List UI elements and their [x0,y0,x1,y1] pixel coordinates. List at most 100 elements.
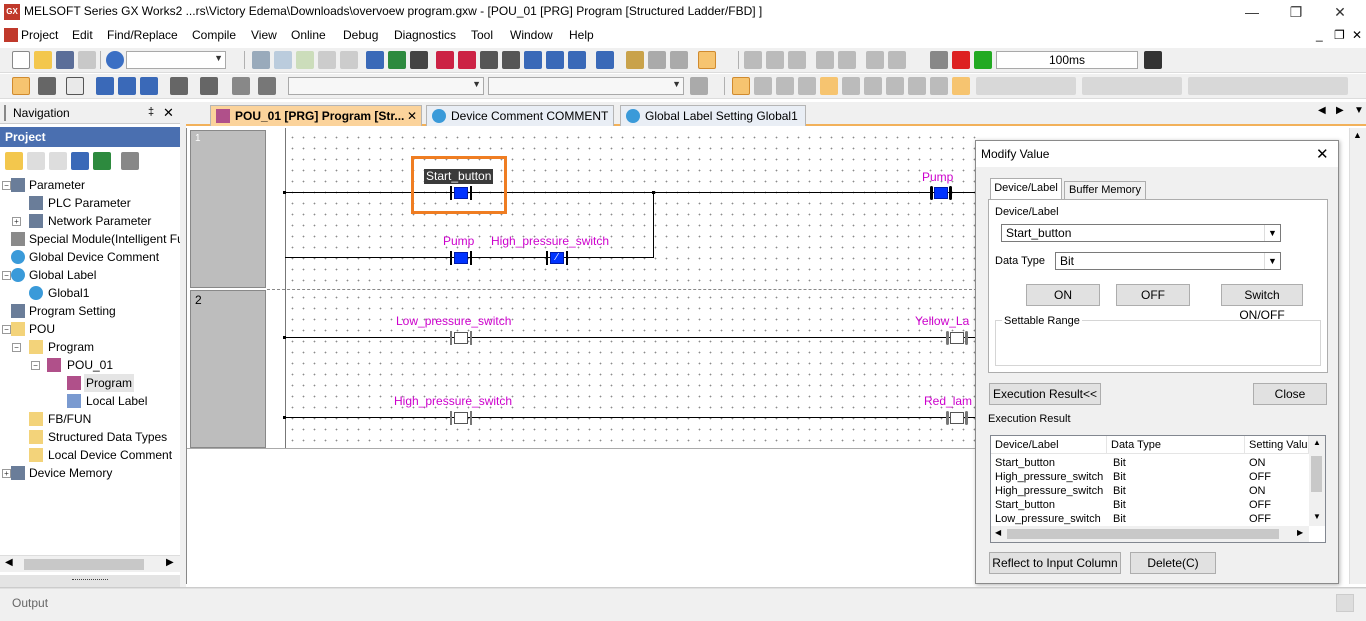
ladder-tool-2-icon[interactable] [766,51,784,69]
scan-time-apply-icon[interactable] [1144,51,1162,69]
monitor-icon[interactable] [480,51,498,69]
navigation-hscrollbar[interactable]: ◀ ▶ [0,555,180,572]
paste-icon[interactable] [296,51,314,69]
execution-result-button[interactable]: Execution Result<< [989,383,1101,405]
on-button[interactable]: ON [1026,284,1100,306]
coil-pump[interactable] [930,186,952,200]
menu-diagnostics[interactable]: Diagnostics [394,28,457,42]
dropdown-tool-1-icon[interactable] [170,77,188,95]
scroll-left-icon[interactable]: ◀ [995,528,1002,537]
refresh-icon[interactable] [93,152,111,170]
select-mode-icon[interactable] [732,77,750,95]
navigation-splitter[interactable] [0,575,180,587]
edit-3-icon[interactable] [670,51,688,69]
result-cell-device-label[interactable]: High_pressure_switch [995,485,1104,497]
contact-high-pressure-switch-2[interactable] [450,411,472,425]
edit-2-icon[interactable] [648,51,666,69]
result-vscrollbar[interactable]: ▲ ▼ [1309,436,1325,526]
collapse-icon[interactable]: − [2,271,11,280]
device-list-3-icon[interactable] [140,77,158,95]
menu-view[interactable]: View [251,28,277,42]
tab-global-label-setting[interactable]: Global Label Setting Global1 [620,105,806,126]
device-list-1-icon[interactable] [96,77,114,95]
ladder-edit-3-icon[interactable] [798,77,816,95]
simulation-icon[interactable] [930,51,948,69]
copy-icon[interactable] [274,51,292,69]
tab-pou01-program[interactable]: POU_01 [PRG] Program [Str... ✕ [210,105,422,126]
scroll-thumb[interactable] [24,559,144,570]
mdi-close-button[interactable]: ✕ [1352,28,1363,42]
new-project-icon[interactable] [12,51,30,69]
help-icon[interactable] [106,51,124,69]
expand-icon[interactable]: + [2,469,11,478]
panel-splitter[interactable] [180,102,186,587]
tool-icon[interactable] [232,77,250,95]
collapse-icon[interactable]: − [2,325,11,334]
dialog-close-icon[interactable]: ✕ [1316,146,1329,163]
tab-scroll-right-icon[interactable]: ▶ [1336,105,1344,116]
ladder-tool-6-icon[interactable] [866,51,884,69]
ladder-edit-6-icon[interactable] [864,77,882,95]
reflect-to-input-column-button[interactable]: Reflect to Input Column [989,552,1121,574]
dialog-tab-buffer-memory[interactable]: Buffer Memory [1064,181,1146,200]
collapse-icon[interactable]: − [31,361,40,370]
compile-icon[interactable] [366,51,384,69]
result-cell-device-label[interactable]: Start_button [995,499,1055,511]
off-button[interactable]: OFF [1116,284,1190,306]
ladder-edit-9-icon[interactable] [930,77,948,95]
rung-header[interactable]: 1 [190,130,266,288]
contact-start-button[interactable] [450,186,472,200]
ladder-tool-7-icon[interactable] [888,51,906,69]
ladder-edit-1-icon[interactable] [754,77,772,95]
result-cell-device-label[interactable]: Start_button [995,457,1055,469]
ladder-edit-5-icon[interactable] [842,77,860,95]
switch-on-off-button[interactable]: Switch ON/OFF [1221,284,1303,322]
ladder-tool-5-icon[interactable] [838,51,856,69]
undo-icon[interactable] [318,51,336,69]
column-header-data-type[interactable]: Data Type [1107,436,1245,454]
scroll-thumb[interactable] [1311,456,1322,492]
project-view-icon[interactable] [12,77,30,95]
menu-find-replace[interactable]: Find/Replace [107,28,178,42]
coil-palette-icon[interactable] [1082,77,1182,95]
copy-data-icon[interactable] [27,152,45,170]
contact-low-pressure-switch[interactable] [450,331,472,345]
dialog-close-button[interactable]: Close [1253,383,1327,405]
close-window-button[interactable]: ✕ [1334,4,1346,20]
binoculars-icon[interactable] [258,77,276,95]
scroll-up-icon[interactable]: ▲ [1313,438,1321,447]
result-cell-data-type[interactable]: Bit [1113,513,1126,525]
ladder-edit-4-icon[interactable] [820,77,838,95]
ladder-tool-1-icon[interactable] [744,51,762,69]
read-from-plc-icon[interactable] [458,51,476,69]
collapse-icon[interactable]: − [2,181,11,190]
menu-edit[interactable]: Edit [72,28,93,42]
write-to-plc-icon[interactable] [436,51,454,69]
execution-result-table[interactable]: Device/Label Data Type Setting Valu Star… [990,435,1326,543]
toolbar-combo-1[interactable]: ▼ [126,51,226,69]
result-cell-data-type[interactable]: Bit [1113,499,1126,511]
contact-pump[interactable] [450,251,472,265]
menu-tool[interactable]: Tool [471,28,494,42]
scroll-thumb[interactable] [1007,529,1279,539]
column-header-setting-value[interactable]: Setting Valu [1245,436,1309,454]
toolbar-combo-2[interactable]: ▼ [288,77,484,95]
result-cell-data-type[interactable]: Bit [1113,485,1126,497]
data-type-select[interactable]: Bit ▼ [1055,252,1281,270]
scroll-left-icon[interactable]: ◀ [5,557,13,568]
ladder-edit-2-icon[interactable] [776,77,794,95]
warning-icon[interactable] [974,51,992,69]
result-cell-setting-value[interactable]: OFF [1249,513,1271,525]
mdi-minimize-button[interactable]: _ [1316,28,1323,42]
filter-icon[interactable] [121,152,139,170]
minimize-button[interactable]: — [1245,4,1259,20]
device-icon[interactable] [524,51,542,69]
result-cell-setting-value[interactable]: ON [1249,457,1266,469]
run-icon[interactable] [952,51,970,69]
coil-red-lamp[interactable] [946,411,968,425]
redo-icon[interactable] [340,51,358,69]
device-label-select[interactable]: Start_button ▼ [1001,224,1281,242]
new-data-icon[interactable] [5,152,23,170]
tab-close-button[interactable]: ✕ [406,109,417,123]
rung-header[interactable]: 2 [190,290,266,448]
